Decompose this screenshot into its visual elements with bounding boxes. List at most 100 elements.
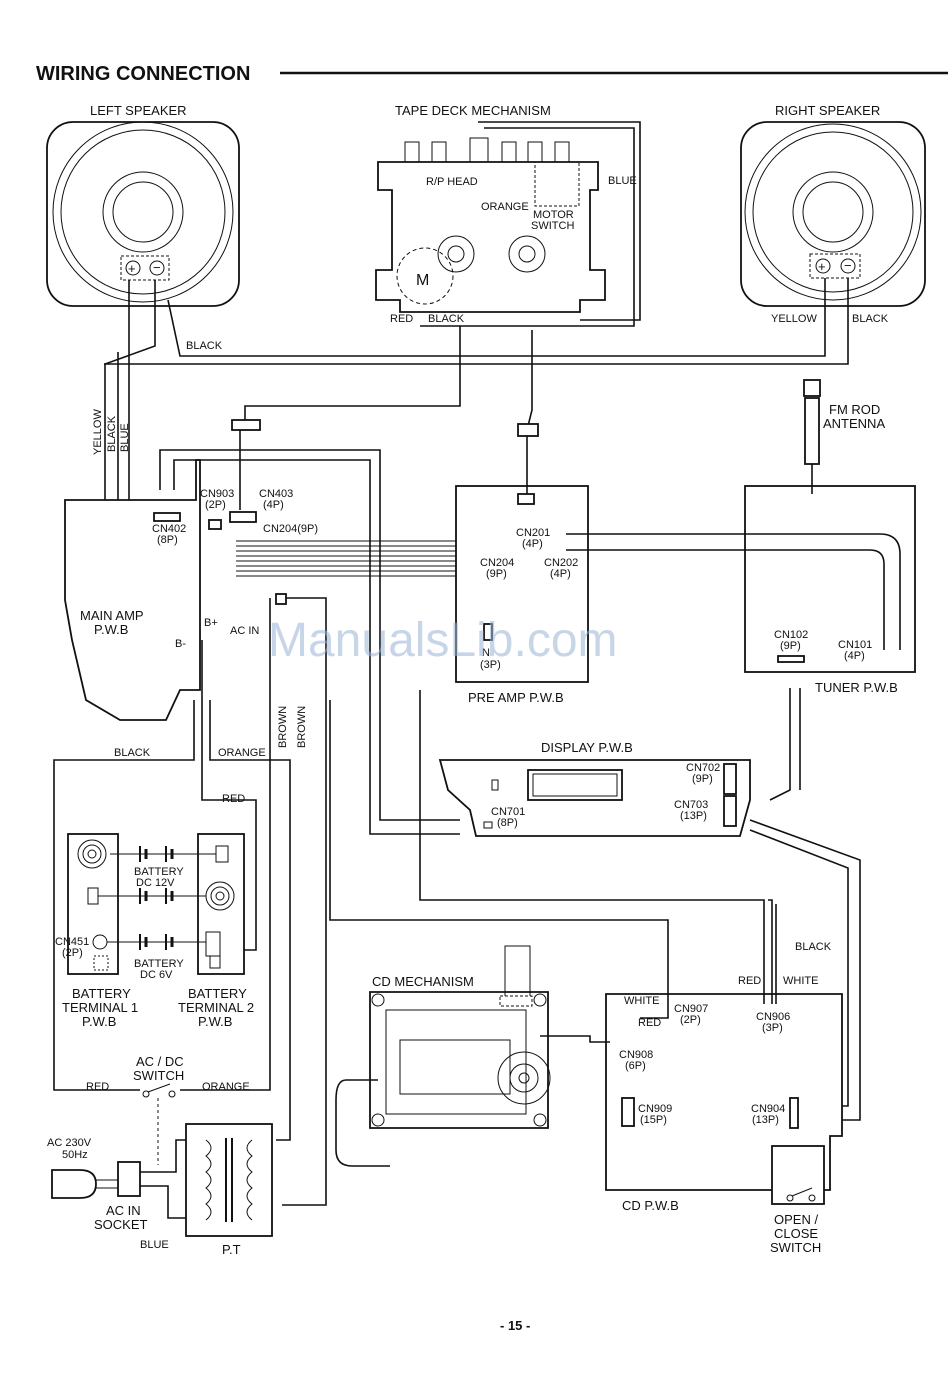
display-lcd <box>527 769 623 801</box>
cd-mechanism <box>335 945 551 1167</box>
wire-black-mid <box>53 700 195 1091</box>
battery-6v-label-1: BATTERY <box>134 958 184 970</box>
wire-brown-2 <box>282 597 327 1206</box>
motor-switch-label-1: MOTOR <box>533 209 574 221</box>
motor-cable-plug <box>231 419 261 431</box>
bt1-label-2: TERMINAL 1 <box>62 1000 138 1015</box>
wire-label-brown-1: BROWN <box>277 706 289 748</box>
open-close-label-2: CLOSE <box>774 1226 818 1241</box>
wire-label-red-batt: RED <box>222 793 245 805</box>
cn203-label-1: N <box>482 647 490 659</box>
cable-cn703-cn904 <box>749 819 861 1121</box>
pt-label: P.T <box>222 1242 241 1257</box>
watermark: ManualsLib.com <box>268 614 618 667</box>
cn903-label-1: CN903 <box>200 488 234 500</box>
battery-12v-label-2: DC 12V <box>136 877 175 889</box>
main-amp-label-2: P.W.B <box>94 622 128 637</box>
tape-deck-label: TAPE DECK MECHANISM <box>395 103 551 118</box>
ac-power-label-1: AC 230V <box>47 1137 92 1149</box>
cd-pwb-label: CD P.W.B <box>622 1198 679 1213</box>
wire-brown-1 <box>269 598 291 1141</box>
ac-in-socket <box>117 1161 141 1197</box>
wire-motor-cable <box>244 326 461 424</box>
svg-text:+: + <box>128 261 136 276</box>
ac-in-label: AC IN <box>230 625 259 637</box>
wire-label-orange-switch: ORANGE <box>202 1081 250 1093</box>
bt2-label-3: P.W.B <box>198 1014 232 1029</box>
motor-red-wire-label: RED <box>390 313 413 325</box>
ac-socket-label-2: SOCKET <box>94 1217 148 1232</box>
wire-orange-mid <box>180 700 271 1091</box>
b-minus-label: B- <box>175 638 186 650</box>
wire-motor-switch <box>526 330 533 494</box>
cn904-label-2: (13P) <box>752 1114 779 1126</box>
right-speaker: + − <box>740 121 926 307</box>
fm-rod-antenna <box>803 379 821 494</box>
pre-amp-pwb <box>455 485 589 683</box>
wire-black-top <box>167 278 826 357</box>
cd-pwb <box>605 993 843 1191</box>
cable-cn102-cn702 <box>769 688 791 801</box>
cn402-label-1: CN402 <box>152 523 186 535</box>
wire-label-black-right: BLACK <box>852 313 889 325</box>
cn204-label-1: CN204 <box>480 557 514 569</box>
cn201-label-2: (4P) <box>522 538 543 550</box>
left-speaker-label: LEFT SPEAKER <box>90 103 187 118</box>
page-number: - 15 - <box>500 1318 530 1333</box>
acdc-switch-label-1: AC / DC <box>136 1054 184 1069</box>
cn701-label-2: (8P) <box>497 817 518 829</box>
wire-label-black-cn906: BLACK <box>795 941 832 953</box>
cn451-label-2: (2P) <box>62 947 83 959</box>
cn204-main-label: CN204(9P) <box>263 523 318 535</box>
cn203-label-2: (3P) <box>480 659 501 671</box>
tape-deck-mechanism <box>375 121 641 327</box>
right-speaker-label: RIGHT SPEAKER <box>775 103 880 118</box>
cn904-label-1: CN904 <box>751 1103 785 1115</box>
cd-mech-label: CD MECHANISM <box>372 974 474 989</box>
page-title: WIRING CONNECTION <box>36 63 250 85</box>
motor-switch-label-2: SWITCH <box>531 220 574 232</box>
cn903-label-2: (2P) <box>205 499 226 511</box>
wire-label-red-cn907: RED <box>638 1017 661 1029</box>
display-label: DISPLAY P.W.B <box>541 740 633 755</box>
wire-label-white-cn906: WHITE <box>783 975 818 987</box>
acdc-switch-label-2: SWITCH <box>133 1068 184 1083</box>
bt1-label-1: BATTERY <box>72 986 131 1001</box>
bt2-label-1: BATTERY <box>188 986 247 1001</box>
wire-label-black-v: BLACK <box>106 415 118 452</box>
battery-symbols <box>98 846 216 950</box>
cn909-label-1: CN909 <box>638 1103 672 1115</box>
cn403-label-1: CN403 <box>259 488 293 500</box>
flat-cable-cn204 <box>236 540 470 577</box>
wire-label-yellow-v: YELLOW <box>92 409 104 455</box>
wire-label-white-cn907: WHITE <box>624 995 659 1007</box>
open-close-label-1: OPEN / <box>774 1212 818 1227</box>
power-transformer <box>185 1123 273 1237</box>
main-amp-label-1: MAIN AMP <box>80 608 144 623</box>
battery-terminal-1 <box>67 833 119 975</box>
wire-label-brown-2: BROWN <box>296 706 308 748</box>
motor-black-wire-label: BLACK <box>428 313 465 325</box>
cn703-label-1: CN703 <box>674 799 708 811</box>
cn908-label-1: CN908 <box>619 1049 653 1061</box>
wire-cn203-cn906 <box>419 690 765 1004</box>
cn202-label-2: (4P) <box>550 568 571 580</box>
wire-label-red-cn906: RED <box>738 975 761 987</box>
tuner-label: TUNER P.W.B <box>815 680 898 695</box>
cn451-label-1: CN451 <box>55 936 89 948</box>
svg-text:−: − <box>153 260 161 275</box>
cn102-label-1: CN102 <box>774 629 808 641</box>
wire-left-speaker-1 <box>104 280 156 500</box>
cn906-label-2: (3P) <box>762 1022 783 1034</box>
rp-head-label: R/P HEAD <box>426 176 478 188</box>
cn402-plug <box>153 512 181 522</box>
ac-power-label-2: 50Hz <box>62 1149 88 1161</box>
cn907-label-1: CN907 <box>674 1003 708 1015</box>
cn102-label-2: (9P) <box>780 640 801 652</box>
tuner-pwb <box>744 485 916 673</box>
ac-socket-label-1: AC IN <box>106 1203 141 1218</box>
battery-12v-label-1: BATTERY <box>134 866 184 878</box>
pre-amp-label: PRE AMP P.W.B <box>468 690 564 705</box>
left-speaker: + − <box>46 121 240 307</box>
